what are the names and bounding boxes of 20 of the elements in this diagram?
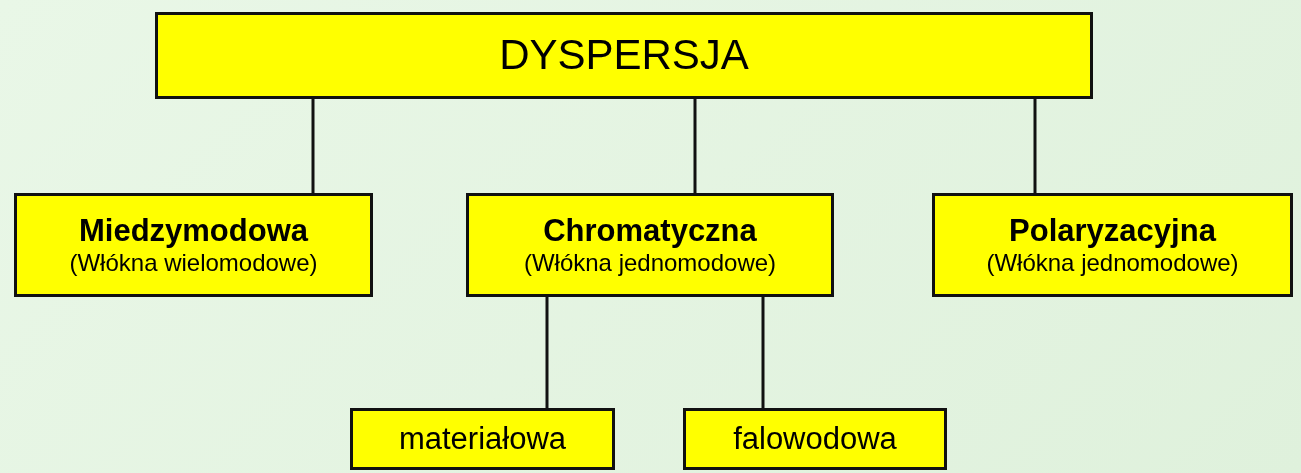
connector-line <box>693 99 697 193</box>
category-subtitle: (Włókna jednomodowe) <box>523 249 777 277</box>
box-label: materiałowa <box>398 421 567 457</box>
connector-line <box>761 297 765 408</box>
category-title: Chromatyczna <box>543 213 757 249</box>
category-box <box>932 193 1293 297</box>
connector-line <box>545 297 549 408</box>
connector-line <box>1033 99 1037 193</box>
category-box <box>14 193 373 297</box>
category-subtitle: (Włókna wielomodowe) <box>69 249 318 277</box>
category-title: Miedzymodowa <box>78 213 309 249</box>
category-title: Polaryzacyjna <box>1009 213 1216 249</box>
heading: DYSPERSJA <box>499 31 749 80</box>
connector-line <box>311 99 315 193</box>
category-box <box>155 12 1093 99</box>
category-box <box>466 193 834 297</box>
category-box <box>683 408 947 470</box>
category-subtitle: (Włókna jednomodowe) <box>986 249 1239 277</box>
category-box <box>350 408 615 470</box>
box-label: falowodowa <box>733 421 897 457</box>
